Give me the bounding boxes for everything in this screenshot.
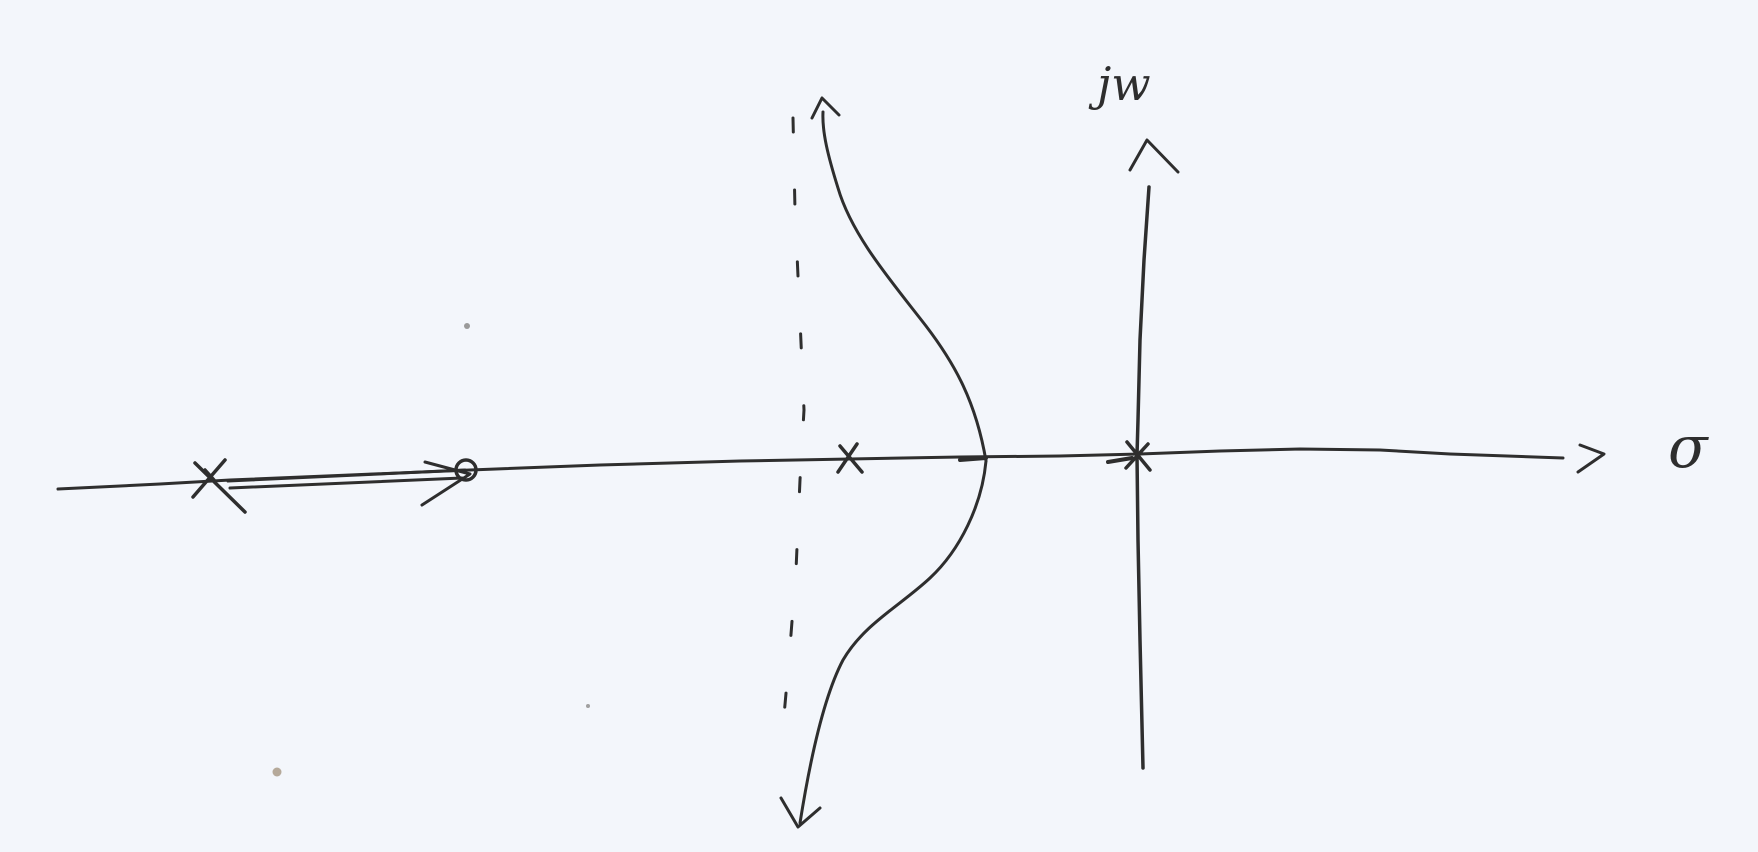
real-axis-arrowhead [1576,443,1606,474]
pole-far-left [191,458,247,514]
branch-upper-arrowhead [810,96,841,120]
arrow-toward-breakaway [958,456,988,462]
imaginary-axis-label: jw [1088,57,1151,111]
paper-speck [464,323,470,329]
zero-left [454,458,478,482]
paper-speck [586,704,590,708]
arrow-pole-to-zero [226,468,467,490]
branch-lower [798,459,988,825]
imaginary-axis [1135,185,1151,770]
real-axis [56,447,1565,491]
arrow-toward-origin [1106,456,1134,464]
real-axis-label: σ [1668,413,1709,481]
arrow-pole-to-zero-head [420,460,472,507]
branch-lower-arrowhead [779,796,822,829]
paper-speck [272,767,282,777]
pole-origin [1124,440,1152,472]
dashed-vertical-asymptote [778,116,806,762]
branch-upper [821,110,988,463]
imaginary-axis-arrowhead [1128,138,1180,174]
pole-near-asymptote [836,442,864,474]
